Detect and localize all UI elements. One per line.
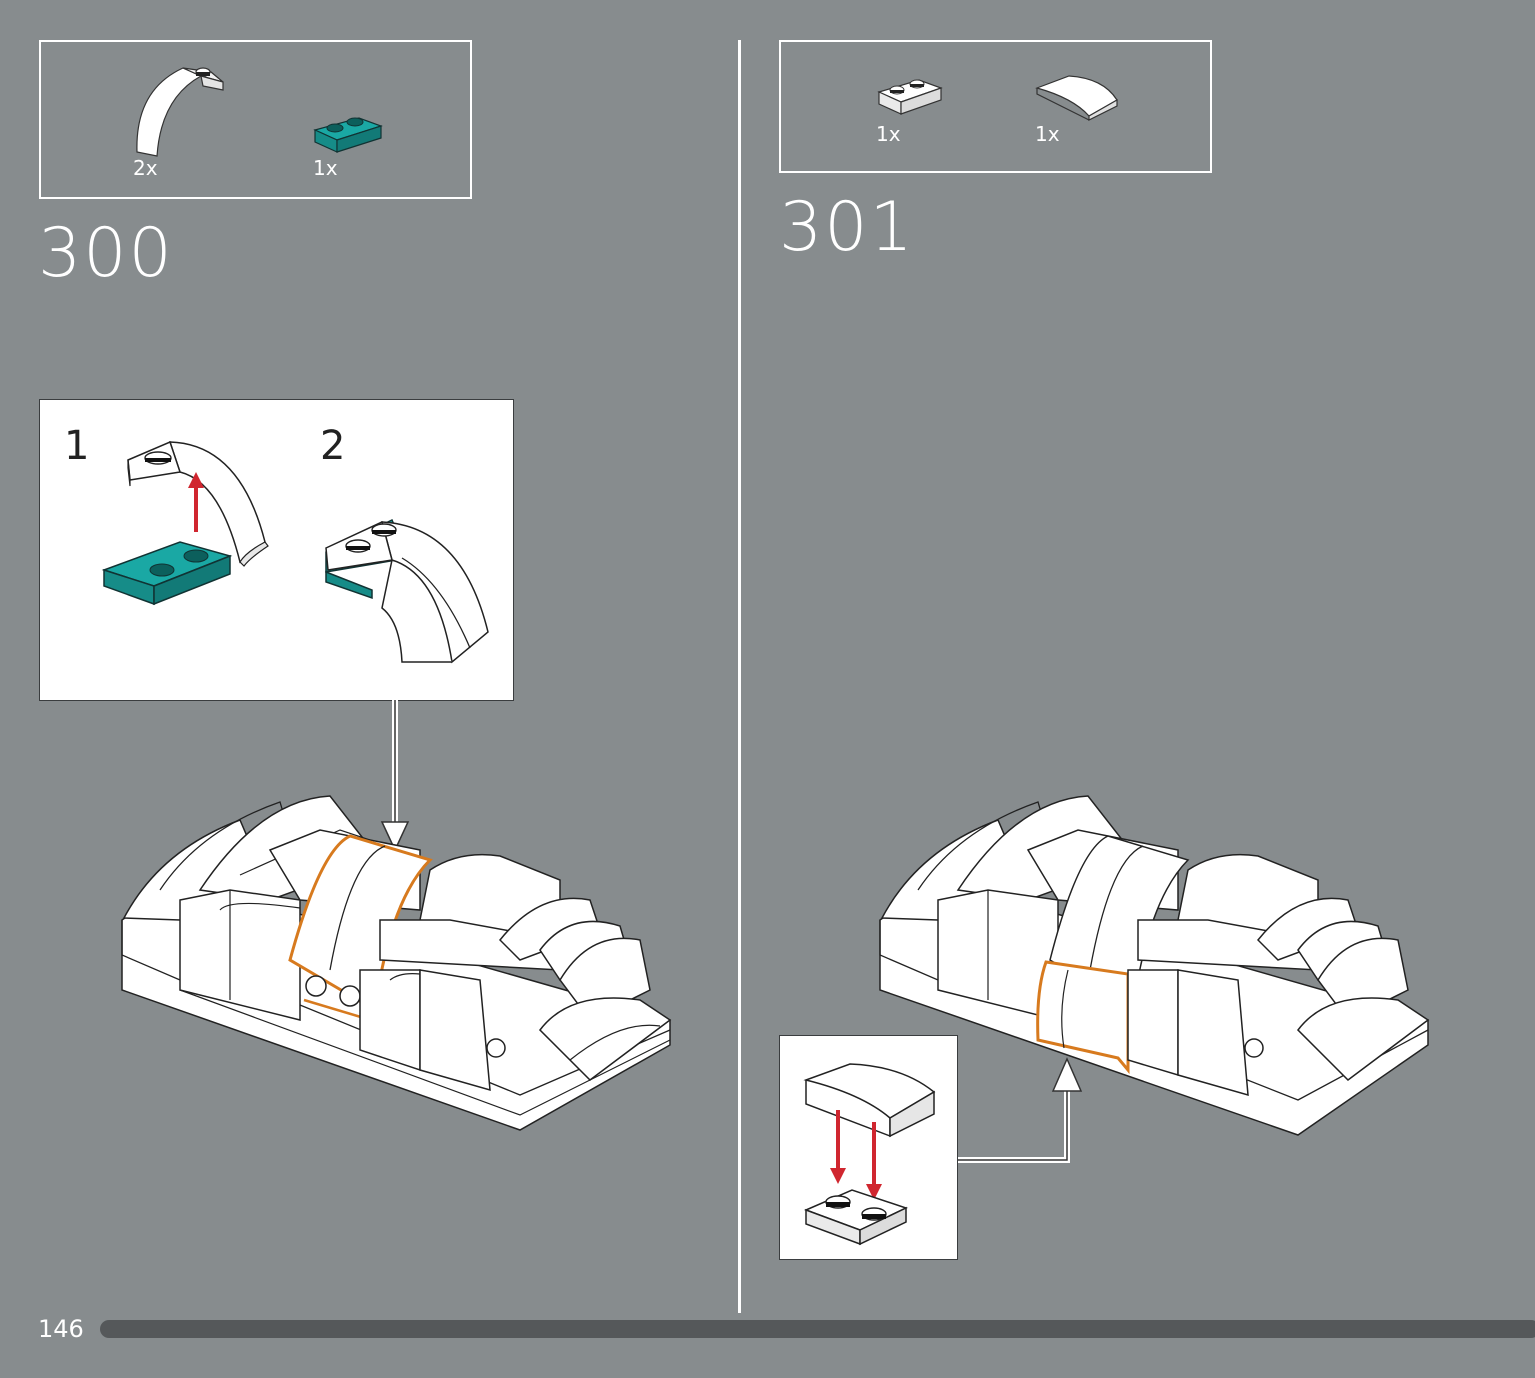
step-number-300: 300 — [38, 214, 174, 293]
callout-connector-301 — [955, 1057, 1083, 1163]
sub-step-2-illustration — [325, 518, 489, 664]
parts-list-step-301: 1x 1x — [779, 40, 1212, 173]
step-number-301: 301 — [779, 188, 915, 267]
white-plate-1x2-icon — [877, 79, 943, 115]
white-curved-slope-icon — [1035, 75, 1118, 121]
sub-assembly-callout-301 — [779, 1035, 958, 1260]
parts-list-step-300: 2x 1x — [39, 40, 472, 199]
part-qty: 2x — [133, 156, 158, 180]
curved-arch-brick-icon — [136, 67, 224, 157]
sub-assembly-callout: 1 2 — [39, 399, 514, 701]
sub-step-number-2: 2 — [320, 423, 346, 469]
sub-step-1-illustration — [101, 440, 269, 606]
callout-connector-300 — [380, 700, 410, 852]
model-illustration-301 — [879, 795, 1430, 1136]
part-qty: 1x — [876, 122, 901, 146]
page-divider — [738, 40, 741, 1313]
teal-plate-1x2-icon — [313, 117, 383, 153]
highlighted-new-part — [1036, 960, 1130, 1075]
sub-assembly-illustration-301 — [803, 1063, 936, 1246]
part-qty: 1x — [1035, 122, 1060, 146]
progress-bar — [100, 1320, 1535, 1338]
part-qty: 1x — [313, 156, 338, 180]
sub-step-number-1: 1 — [64, 423, 90, 469]
model-illustration-300 — [121, 795, 672, 1131]
page-number: 146 — [38, 1315, 84, 1343]
